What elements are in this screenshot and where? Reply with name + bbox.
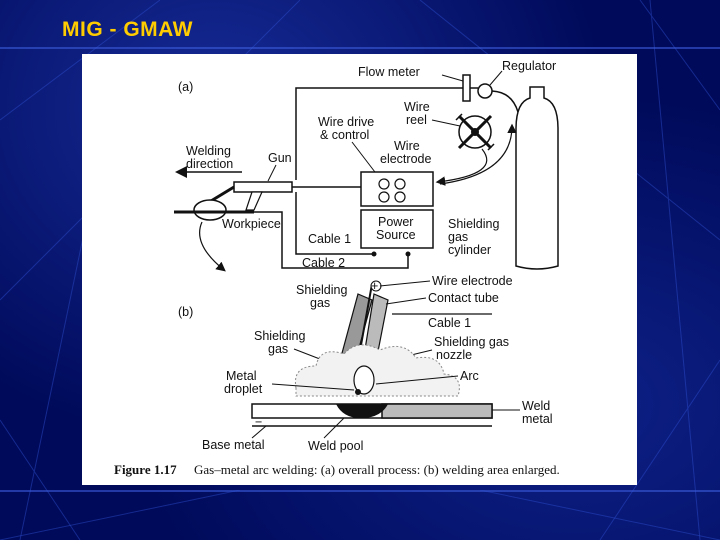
- label-shielding-gas-2a: Shielding: [254, 329, 305, 343]
- label-weld: Weld: [522, 399, 550, 413]
- title-divider: [0, 47, 720, 49]
- label-and-control: & control: [320, 128, 369, 142]
- workpiece: [174, 199, 254, 272]
- label-shielding-gas-1b: gas: [310, 296, 330, 310]
- welding-gun: [205, 181, 361, 211]
- wire-drive-box: [360, 171, 434, 207]
- tag-b: (b): [178, 305, 193, 319]
- caption-figure-number: Figure 1.17: [114, 462, 177, 477]
- bottom-decoration: [0, 490, 720, 540]
- label-metal: Metal: [226, 369, 257, 383]
- label-power: Power: [378, 215, 413, 229]
- label-shielding-gas-2b: gas: [268, 342, 288, 356]
- label-cylinder: cylinder: [448, 243, 491, 257]
- label-flow-meter: Flow meter: [358, 65, 420, 79]
- caption-text: Gas–metal arc welding: (a) overall proce…: [194, 462, 560, 477]
- regulator: [477, 70, 503, 99]
- label-cable-1-b: Cable 1: [428, 316, 471, 330]
- gas-cylinder: [515, 86, 559, 270]
- label-weld-metal: metal: [522, 412, 553, 426]
- label-wire: Wire: [404, 100, 430, 114]
- label-weld-pool: Weld pool: [308, 439, 363, 453]
- label-shielding-gas: Shielding: [448, 217, 499, 231]
- label-wire-2: Wire: [394, 139, 420, 153]
- wire-reel: [455, 113, 495, 151]
- tag-a: (a): [178, 80, 193, 94]
- label-direction: direction: [186, 157, 233, 171]
- slide-title: MIG - GMAW: [62, 18, 193, 41]
- label-regulator: Regulator: [502, 59, 556, 73]
- label-nozzle-a: Shielding gas: [434, 335, 509, 349]
- label-base-metal: Base metal: [202, 438, 265, 452]
- label-cable-1-a: Cable 1: [308, 232, 351, 246]
- label-droplet: droplet: [224, 382, 263, 396]
- minus-sign: −: [255, 415, 262, 429]
- label-shielding-gas-1a: Shielding: [296, 283, 347, 297]
- label-nozzle-b: nozzle: [436, 348, 472, 362]
- arc-and-droplet: [353, 365, 375, 395]
- label-gun: Gun: [268, 151, 292, 165]
- label-wire-electrode: Wire electrode: [432, 274, 513, 288]
- power-source: [360, 209, 434, 249]
- label-cable-2: Cable 2: [302, 256, 345, 270]
- shielding-gas-cloud: [294, 344, 460, 397]
- label-source: Source: [376, 228, 416, 242]
- figure-panel: (a) Flow meter Regulator Shielding gas c…: [82, 54, 637, 485]
- label-workpiece: Workpiece: [222, 217, 281, 231]
- label-contact-tube: Contact tube: [428, 291, 499, 305]
- base-metal: [251, 403, 493, 427]
- label-reel: reel: [406, 113, 427, 127]
- label-welding: Welding: [186, 144, 231, 158]
- label-gas: gas: [448, 230, 468, 244]
- label-wire-drive: Wire drive: [318, 115, 374, 129]
- plus-sign: +: [371, 279, 378, 293]
- gmaw-diagram: (a) Flow meter Regulator Shielding gas c…: [114, 59, 560, 477]
- label-arc: Arc: [460, 369, 479, 383]
- label-electrode: electrode: [380, 152, 431, 166]
